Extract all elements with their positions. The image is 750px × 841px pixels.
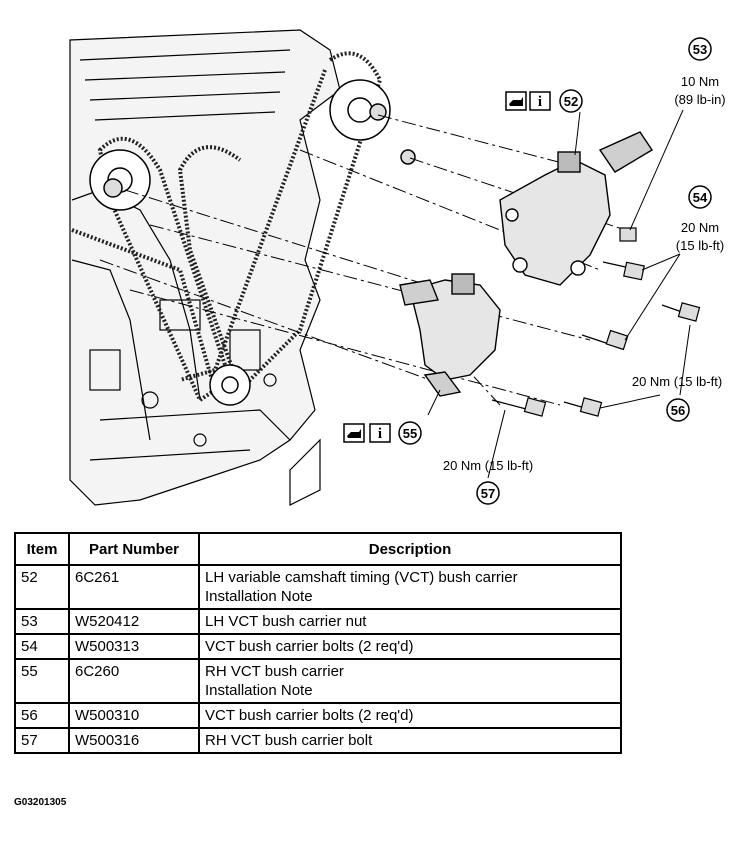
cell-item: 55 — [14, 658, 70, 704]
cell-part-number: W500310 — [68, 702, 200, 729]
installation-note: Installation Note — [205, 682, 313, 699]
cell-description: LH VCT bush carrier nut — [198, 608, 622, 635]
torque-value: 20 Nm (15 lb-ft) — [443, 458, 533, 473]
table-row: 53 W520412 LH VCT bush carrier nut — [14, 608, 622, 635]
callout-56: 20 Nm (15 lb-ft) 56 — [632, 374, 722, 422]
torque-value-alt: (89 lb-in) — [674, 92, 725, 107]
figure-id: G03201305 — [14, 797, 67, 808]
cell-description: LH variable camshaft timing (VCT) bush c… — [198, 564, 622, 610]
cell-item: 53 — [14, 608, 70, 635]
cell-description: VCT bush carrier bolts (2 req'd) — [198, 633, 622, 660]
torque-value: 20 Nm — [681, 220, 719, 235]
bolt-56-lower — [563, 397, 603, 417]
callout-number: 54 — [693, 190, 708, 205]
table-row: 56 W500310 VCT bush carrier bolts (2 req… — [14, 702, 622, 729]
cell-item: 54 — [14, 633, 70, 660]
description-line: LH VCT bush carrier nut — [205, 613, 367, 630]
callout-number: 55 — [403, 426, 417, 441]
bolt-54-upper — [602, 261, 645, 281]
cell-description: VCT bush carrier bolts (2 req'd) — [198, 702, 622, 729]
torque-value: 20 Nm (15 lb-ft) — [632, 374, 722, 389]
table-row: 55 6C260 RH VCT bush carrier Installatio… — [14, 658, 622, 704]
cell-item: 52 — [14, 564, 70, 610]
fasteners — [491, 227, 701, 417]
cell-description: RH VCT bush carrier bolt — [198, 727, 622, 754]
callout-55: i 55 — [343, 421, 422, 445]
installation-note: Installation Note — [205, 588, 313, 605]
callout-54: 54 20 Nm (15 lb-ft) — [676, 185, 724, 253]
engine-block — [69, 29, 341, 506]
cell-part-number: W500313 — [68, 633, 200, 660]
callout-number: 52 — [564, 94, 578, 109]
table-header-row: Item Part Number Description — [14, 532, 622, 566]
column-header-item: Item — [14, 532, 70, 566]
column-header-description: Description — [198, 532, 622, 566]
callout-number: 57 — [481, 486, 495, 501]
cell-part-number: W500316 — [68, 727, 200, 754]
nut-53 — [619, 227, 637, 242]
bolt-54-lower — [581, 329, 629, 351]
cell-description: RH VCT bush carrier Installation Note — [198, 658, 622, 704]
callout-number: 53 — [693, 42, 707, 57]
description-line: LH variable camshaft timing (VCT) bush c… — [205, 569, 518, 586]
info-icon: i — [369, 423, 391, 443]
info-icon: i — [529, 91, 551, 111]
table-row: 52 6C261 LH variable camshaft timing (VC… — [14, 564, 622, 610]
table-row: 57 W500316 RH VCT bush carrier bolt — [14, 727, 622, 754]
cell-part-number: 6C261 — [68, 564, 200, 610]
bolt-56-upper — [661, 302, 701, 322]
cell-item: 57 — [14, 727, 70, 754]
bolt-57 — [491, 397, 547, 417]
table-row: 54 W500313 VCT bush carrier bolts (2 req… — [14, 633, 622, 660]
info-label: i — [378, 426, 382, 442]
torque-value: 10 Nm — [681, 74, 719, 89]
info-label: i — [538, 94, 542, 110]
description-line: RH VCT bush carrier — [205, 663, 344, 680]
exploded-view-diagram: i 52 53 10 Nm (89 lb-in) 54 20 Nm (15 lb… — [69, 29, 726, 506]
description-line: VCT bush carrier bolts (2 req'd) — [205, 707, 414, 724]
cell-part-number: W520412 — [68, 608, 200, 635]
oil-can-icon — [505, 91, 527, 111]
callout-53: 53 10 Nm (89 lb-in) — [674, 37, 726, 107]
torque-value-alt: (15 lb-ft) — [676, 238, 724, 253]
callout-57: 20 Nm (15 lb-ft) 57 — [443, 458, 533, 505]
description-line: VCT bush carrier bolts (2 req'd) — [205, 638, 414, 655]
callout-number: 56 — [671, 403, 685, 418]
cell-part-number: 6C260 — [68, 658, 200, 704]
lh-vct-bush-carrier — [499, 131, 653, 286]
cam-sprockets — [89, 79, 416, 406]
leader-lines — [427, 109, 691, 479]
description-line: RH VCT bush carrier bolt — [205, 732, 373, 749]
rh-vct-bush-carrier — [399, 273, 501, 397]
oil-can-icon — [343, 423, 365, 443]
column-header-part-number: Part Number — [68, 532, 200, 566]
cell-item: 56 — [14, 702, 70, 729]
callout-52: i 52 — [505, 89, 583, 113]
parts-table: Item Part Number Description 52 6C261 LH… — [14, 532, 622, 754]
